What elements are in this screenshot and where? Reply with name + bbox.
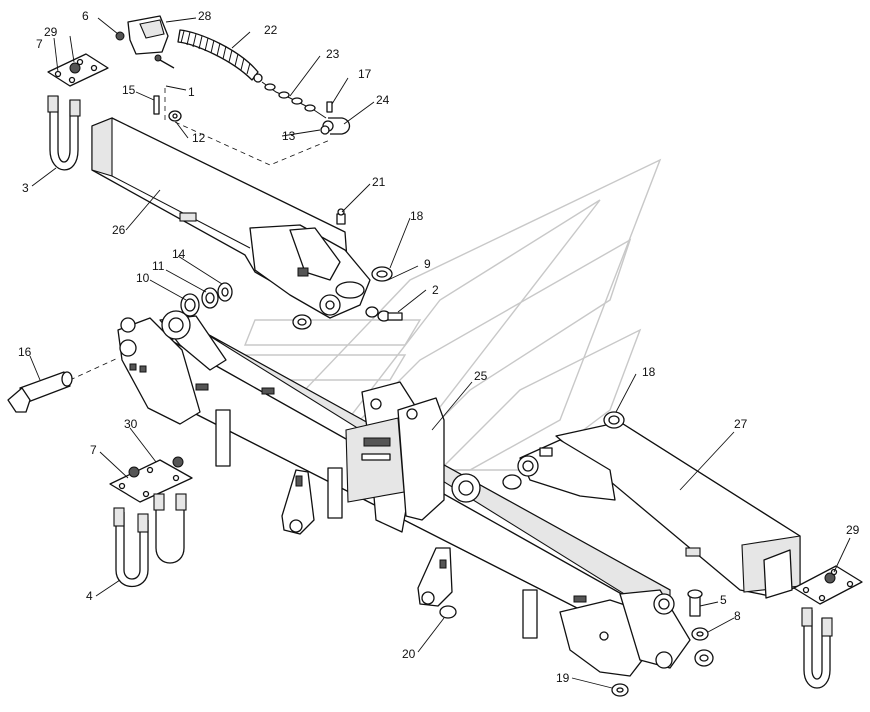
callout-14: 14 <box>172 247 186 261</box>
callout-leaders <box>29 17 851 689</box>
grease-nipple-21 <box>336 208 346 225</box>
mount-plate-29-top <box>47 53 109 87</box>
lug-left-bottom <box>281 469 315 535</box>
mount-plate-29-bottom <box>793 565 863 605</box>
callout-11: 11 <box>152 259 165 273</box>
u-bolt-bottom-right <box>801 607 833 689</box>
callout-27: 27 <box>734 417 748 431</box>
upper-arm-26 <box>91 117 371 319</box>
bushing-18-top <box>371 266 393 282</box>
left-pivot-bracket <box>117 310 227 425</box>
arm-27 <box>502 421 801 599</box>
callout-28: 28 <box>198 9 212 23</box>
assembly-guide-lines <box>69 88 331 381</box>
right-end-bracket <box>559 589 691 677</box>
callout-21: 21 <box>372 175 386 189</box>
callout-29-top: 29 <box>44 25 58 39</box>
callout-24: 24 <box>376 93 390 107</box>
callout-23: 23 <box>326 47 340 61</box>
callout-8: 8 <box>734 609 741 623</box>
callout-9: 9 <box>424 257 431 271</box>
callout-labels: 1 2 3 4 5 6 7 7 8 9 10 11 12 13 14 15 16… <box>18 9 860 685</box>
callout-15: 15 <box>122 83 136 97</box>
callout-13: 13 <box>282 129 296 143</box>
callout-26: 26 <box>112 223 126 237</box>
callout-1: 1 <box>188 85 195 99</box>
bolt-15 <box>153 95 160 115</box>
lug-20 <box>417 547 457 619</box>
bolt-5 <box>687 589 703 617</box>
callout-17: 17 <box>358 67 372 81</box>
nut-19 <box>611 683 629 697</box>
bolt-2 <box>365 306 403 322</box>
callout-25: 25 <box>474 369 488 383</box>
u-bolt-4 <box>113 493 187 587</box>
callout-16: 16 <box>18 345 32 359</box>
spring-bracket-28 <box>115 15 175 69</box>
callout-7-bottom: 7 <box>90 443 97 457</box>
shackle-24 <box>320 101 351 135</box>
callout-6: 6 <box>82 9 89 23</box>
nut-8 <box>691 627 709 641</box>
mount-plate-30 <box>109 456 193 503</box>
washer-11 <box>201 287 219 309</box>
u-bolt-3 <box>47 95 81 171</box>
tension-spring-22 <box>177 29 263 83</box>
callout-7-top: 7 <box>36 37 43 51</box>
callout-18-top: 18 <box>410 209 424 223</box>
callout-30: 30 <box>124 417 138 431</box>
chain-23 <box>261 81 327 119</box>
washer-12 <box>168 110 182 122</box>
callout-29-bottom: 29 <box>846 523 860 537</box>
bushing-bottom <box>694 649 714 667</box>
nut-9 <box>292 314 312 330</box>
callout-18-right: 18 <box>642 365 656 379</box>
pivot-pin-16 <box>7 371 73 413</box>
callout-3: 3 <box>22 181 29 195</box>
callout-19: 19 <box>556 671 570 685</box>
bushing-18-right <box>603 411 625 429</box>
callout-5: 5 <box>720 593 727 607</box>
callout-22: 22 <box>264 23 278 37</box>
callout-12: 12 <box>192 131 206 145</box>
callout-20: 20 <box>402 647 416 661</box>
callout-4: 4 <box>86 589 93 603</box>
callout-10: 10 <box>136 271 150 285</box>
callout-2: 2 <box>432 283 439 297</box>
washer-14 <box>217 282 233 302</box>
center-mount-25 <box>345 381 481 533</box>
